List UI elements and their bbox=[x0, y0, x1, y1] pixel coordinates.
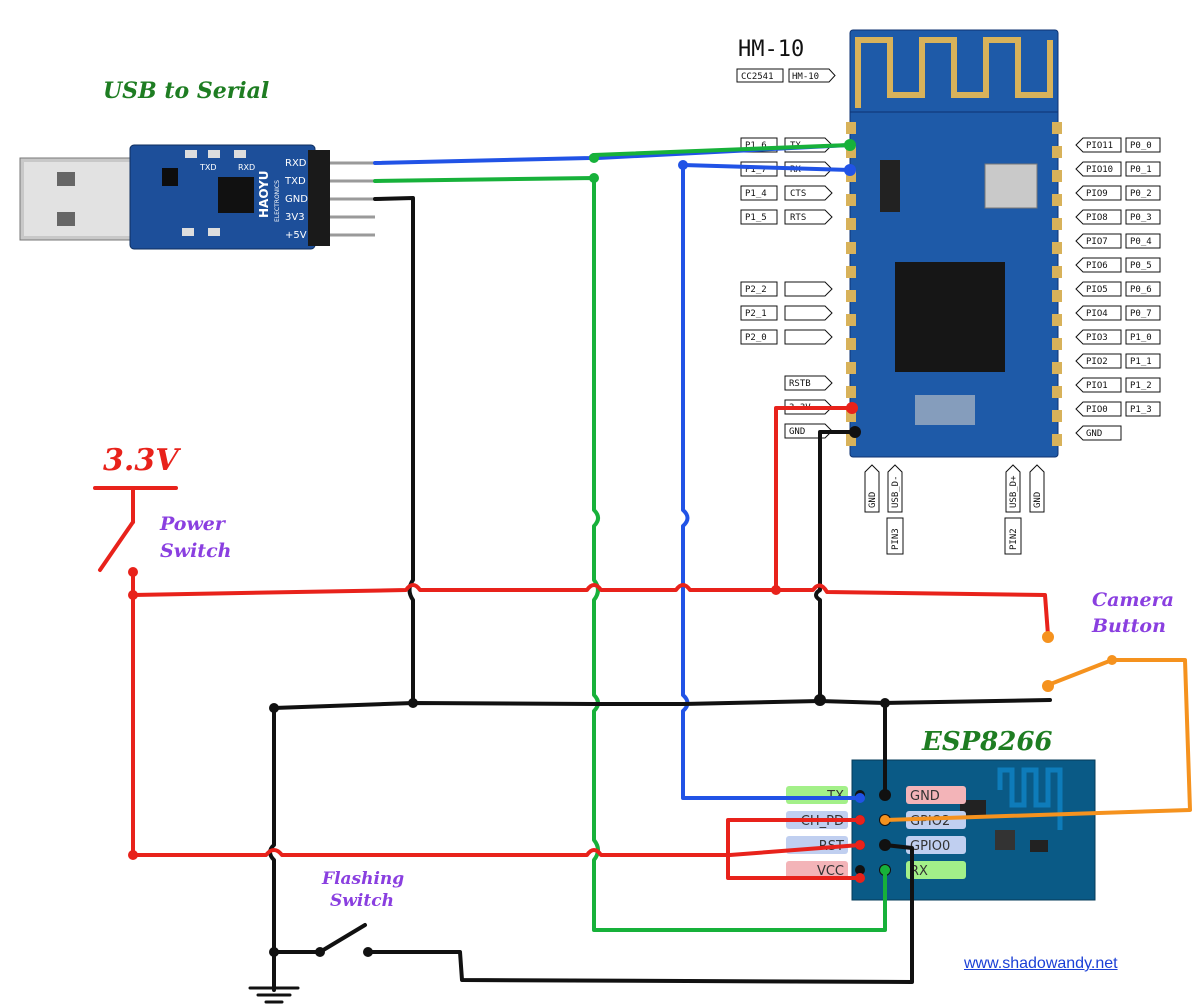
voltage-label: 3.3V bbox=[103, 443, 181, 478]
hm10-bottom-tag: PIN2 bbox=[1009, 528, 1019, 550]
hm10-port-label: P0_3 bbox=[1130, 213, 1152, 223]
hm10-port-label: P1_3 bbox=[1130, 405, 1152, 415]
usb-top-label: RXD bbox=[238, 163, 255, 172]
wire-black bbox=[814, 430, 858, 703]
hm10-pio-label: PIO8 bbox=[1086, 213, 1108, 223]
hm10-port-label: P0_2 bbox=[1130, 189, 1152, 199]
esp8266-title: ESP8266 bbox=[921, 727, 1053, 757]
usb-serial-adapter: TXD RXD HAOYU ELECTRONICS RXD TXD GND 3V… bbox=[19, 144, 375, 250]
hm10-pio-label: PIO2 bbox=[1086, 357, 1108, 367]
wire-blue bbox=[681, 163, 862, 800]
hm10-tags: CC2541 HM-10 bbox=[736, 68, 836, 83]
esp8266-pin-label: GPIO0 bbox=[910, 839, 950, 854]
hm10-pio-label: PIO10 bbox=[1086, 165, 1113, 175]
ground-symbol bbox=[248, 986, 300, 1004]
hm10-bottom-pin-labels: GND USB_D- USB_D+ GND PIN3 PIN2 bbox=[864, 464, 1045, 555]
hm10-module bbox=[846, 29, 1062, 458]
usb-brand-sub: ELECTRONICS bbox=[274, 180, 281, 222]
hm10-pio-label: PIO9 bbox=[1086, 189, 1108, 199]
hm10-pin-label: P2_0 bbox=[745, 333, 767, 343]
usb-brand: HAOYU bbox=[257, 170, 271, 218]
usb-pin-label: +5V bbox=[285, 230, 307, 241]
wire-red bbox=[98, 520, 135, 572]
wire-red bbox=[131, 843, 862, 857]
hm10-pio-label: PIO0 bbox=[1086, 405, 1108, 415]
hm10-pin-label: P1_4 bbox=[745, 189, 767, 199]
hm10-bottom-pin-label: GND bbox=[868, 492, 878, 508]
hm10-port-label: P0_5 bbox=[1130, 261, 1152, 271]
wire-red bbox=[726, 818, 862, 880]
hm10-pio-label: PIO3 bbox=[1086, 333, 1108, 343]
hm10-port-label: P1_2 bbox=[1130, 381, 1152, 391]
wire-orange bbox=[883, 658, 1192, 822]
wire-black bbox=[373, 196, 415, 705]
hm10-port-label: P0_1 bbox=[1130, 165, 1152, 175]
esp8266-module bbox=[851, 759, 1096, 901]
hm10-title: HM-10 bbox=[738, 37, 804, 62]
hm10-pin-function: RTS bbox=[790, 213, 806, 223]
hm10-pio-label: PIO11 bbox=[1086, 141, 1113, 151]
usb-pin-label: RXD bbox=[285, 158, 307, 169]
junction-dots bbox=[128, 139, 1117, 957]
hm10-pio-label: PIO4 bbox=[1086, 309, 1108, 319]
usb-top-label: TXD bbox=[199, 163, 217, 172]
power-switch-label: Power bbox=[159, 513, 227, 535]
hm10-port-label: P1_1 bbox=[1130, 357, 1152, 367]
usb-pin-label: GND bbox=[285, 194, 308, 205]
website-link[interactable]: www.shadowandy.net bbox=[964, 955, 1118, 972]
wire-red bbox=[774, 406, 854, 592]
hm10-pio-label: GND bbox=[1086, 429, 1102, 439]
hm10-port-label: P0_4 bbox=[1130, 237, 1152, 247]
hm10-port-label: P1_0 bbox=[1130, 333, 1152, 343]
camera-button-label: Camera bbox=[1092, 589, 1174, 611]
flashing-switch-label: Flashing bbox=[321, 869, 404, 889]
wire-green bbox=[592, 143, 852, 157]
hm10-pio-label: PIO7 bbox=[1086, 237, 1108, 247]
hm10-pin-label: P1_5 bbox=[745, 213, 767, 223]
hm10-pin-label: GND bbox=[789, 427, 805, 437]
usb-pin-label: TXD bbox=[284, 176, 306, 187]
hm10-bottom-pin-label: GND bbox=[1033, 492, 1043, 508]
hm10-pio-label: PIO5 bbox=[1086, 285, 1108, 295]
hm10-bottom-pin-label: USB_D- bbox=[891, 475, 901, 508]
wire-red bbox=[131, 583, 1050, 637]
hm10-pin-label: P2_1 bbox=[745, 309, 767, 319]
hm10-model-tag: HM-10 bbox=[792, 72, 819, 82]
usb-pin-label: 3V3 bbox=[285, 212, 305, 223]
hm10-port-label: P0_7 bbox=[1130, 309, 1152, 319]
hm10-pio-label: PIO6 bbox=[1086, 261, 1108, 271]
hm10-pin-label: P1_7 bbox=[745, 165, 767, 175]
flashing-switch-label: Switch bbox=[330, 891, 394, 911]
hm10-pio-label: PIO1 bbox=[1086, 381, 1108, 391]
hm10-pin-label: RSTB bbox=[789, 379, 811, 389]
esp8266-pin-label: GND bbox=[910, 789, 940, 804]
hm10-bottom-pin-label: USB_D+ bbox=[1009, 475, 1019, 508]
power-switch-label: Switch bbox=[160, 540, 231, 562]
usb-serial-title: USB to Serial bbox=[103, 78, 269, 104]
camera-button-label: Button bbox=[1091, 615, 1166, 637]
hm10-chip-tag: CC2541 bbox=[741, 72, 774, 82]
hm10-bottom-tag: PIN3 bbox=[891, 528, 901, 550]
hm10-port-label: P0_0 bbox=[1130, 141, 1152, 151]
esp8266-pin-label: RX bbox=[910, 864, 928, 879]
hm10-pin-label: P1_6 bbox=[745, 141, 767, 151]
hm10-port-label: P0_6 bbox=[1130, 285, 1152, 295]
hm10-pin-label: P2_2 bbox=[745, 285, 767, 295]
esp8266-pin-label: VCC bbox=[817, 864, 844, 879]
hm10-pin-function: CTS bbox=[790, 189, 806, 199]
wire-black bbox=[272, 698, 1052, 710]
wire-black bbox=[366, 843, 914, 984]
